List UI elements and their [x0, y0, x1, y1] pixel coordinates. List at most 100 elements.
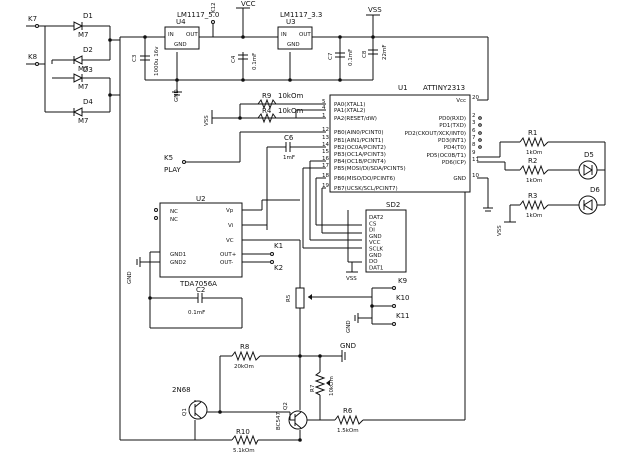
transistor-q2: BC547 Q2 — [276, 402, 308, 430]
u2-outp: OUT+ — [220, 252, 237, 258]
amp-u2: U2 TDA7056A NC NC GND1 GND2 Vp Vi VC OUT… — [154, 195, 243, 288]
vcc-label: VCC — [241, 0, 256, 8]
d2-type: M7 — [78, 65, 89, 73]
vss-led-label: VSS — [497, 225, 503, 236]
diode-d2: D2 M7 — [72, 46, 93, 73]
d1-type: M7 — [78, 31, 89, 39]
r7-ref: R7 — [310, 384, 316, 392]
mcu-pin-label: PD4(T0) — [444, 145, 466, 151]
sd-pin-label: DO — [369, 259, 378, 265]
resistor-r7: R7 10kOm — [310, 371, 335, 396]
u4-gnd: GND — [174, 42, 187, 48]
c8-value: 22mF — [382, 44, 388, 60]
c4-label: C4 — [231, 55, 237, 63]
u2-vc: VC — [226, 238, 234, 244]
vss-symbol: VSS — [366, 6, 382, 16]
d6-label: D6 — [590, 186, 600, 194]
r5-label: R5 — [286, 294, 292, 302]
u3-ref: U3 — [286, 18, 296, 26]
r9-value: 10kOm — [278, 92, 303, 100]
resistor-r8: R8 20kOm — [231, 343, 261, 370]
mcu-pin-label: PB1(AIN1/PCINT1) — [334, 138, 383, 144]
sd-pin-label: DAT1 — [369, 265, 383, 271]
wires — [38, 8, 606, 441]
vss-symbol-leds: VSS — [497, 221, 516, 236]
connector-k5: K5 PLAY — [164, 154, 186, 174]
r10-ref: R10 — [236, 428, 250, 436]
q2-type: BC547 — [276, 411, 282, 430]
mcu-unused-pin — [478, 116, 482, 120]
k10-label: K10 — [396, 294, 410, 302]
mcu-pin-number: 18 — [322, 173, 329, 179]
c8-label: C8 — [362, 50, 368, 58]
mcu-pin-number: 13 — [322, 135, 329, 141]
c7-label: C7 — [328, 52, 334, 60]
u2-gnd2: GND2 — [170, 260, 186, 266]
r4-value: 10kOm — [278, 107, 303, 115]
u1-ref: U1 — [398, 84, 408, 92]
resistor-r3: R3 1kOm — [519, 192, 549, 219]
mcu-pin-label: PD3(INT1) — [438, 138, 466, 144]
gnd-bottom-label: GND — [340, 342, 356, 350]
mcu-pin-number: 10 — [472, 173, 479, 179]
mcu-pin-number: 15 — [322, 149, 329, 155]
mcu-pin-label: PB7(UCSK/SCL/PCINT7) — [334, 186, 398, 192]
k11-label: K11 — [396, 312, 410, 320]
d5-label: D5 — [584, 151, 594, 159]
gnd-symbol-top: GND — [172, 89, 182, 102]
mcu-pin-number: 1 — [322, 113, 326, 119]
r3-value: 1kOm — [526, 213, 542, 219]
mcu-pin-number: 12 — [322, 127, 329, 133]
r2-ref: R2 — [528, 157, 537, 165]
mcu-pin-label: PB0(AIN0/PCINT0) — [334, 130, 383, 136]
transistor-q1: 2N68 Q1 — [172, 386, 208, 420]
r3-ref: R3 — [528, 192, 537, 200]
gnd-amp-label: GND — [127, 271, 133, 284]
mcu-pin-number: 9 — [472, 150, 476, 156]
gnd-symbol-mcu — [483, 207, 493, 212]
capacitor-c6: C6 1mF — [280, 134, 296, 161]
sd-pin-label: GND — [369, 234, 382, 240]
r1-value: 1kOm — [526, 150, 542, 156]
u2-nc1: NC — [170, 209, 178, 215]
mcu-pin-label: PB3(OC1A/PCINT3) — [334, 152, 386, 158]
u3-in: IN — [281, 32, 287, 38]
mcu-pin-number: 11 — [472, 157, 479, 163]
k9-label: K9 — [398, 277, 407, 285]
c6-ref: C6 — [284, 134, 294, 142]
connector-k7: K7 — [26, 15, 39, 28]
u2-gnd1: GND1 — [170, 252, 186, 258]
gnd-symbol-bottom: GND — [340, 342, 356, 362]
u2-nc2: NC — [170, 217, 178, 223]
capacitor-c3: C3 1000u 16v — [132, 46, 160, 76]
mcu-pin-number: 3 — [472, 120, 476, 126]
gnd-label-top: GND — [174, 89, 180, 102]
connector-k12: K12 — [211, 2, 217, 24]
mcu-pin-label: PD2(CKOUT/XCK/INT0) — [405, 131, 466, 137]
u4-ref: U4 — [176, 18, 186, 26]
r1-ref: R1 — [528, 129, 537, 137]
r8-value: 20kOm — [234, 364, 254, 370]
connector-k8: K8 — [26, 53, 39, 66]
capacitor-c4: C4 0.1mF — [231, 53, 258, 70]
c3-value: 1000u 16v — [154, 46, 160, 76]
mcu-unused-pin — [478, 145, 482, 149]
u2-name: TDA7056A — [179, 280, 217, 288]
led-d5: D5 — [575, 151, 605, 180]
mcu-pin-label: PD6(ICP) — [442, 160, 466, 166]
capacitor-c8: C8 22mF — [362, 44, 388, 60]
vss-symbol-sd: VSS — [346, 262, 358, 282]
k1-label: K1 — [274, 242, 283, 250]
mcu-pin-number: 17 — [322, 163, 329, 169]
gnd-pot-label: GND — [346, 320, 352, 333]
c2-ref: C2 — [196, 286, 205, 294]
mcu-pin-label: PD5(OC0B/T1) — [427, 153, 467, 159]
mcu-pin-label: PB2(OC0A/PCINT2) — [334, 145, 386, 151]
mcu-pin-number: 19 — [322, 183, 329, 189]
k8-label: K8 — [28, 53, 37, 61]
r6-ref: R6 — [343, 407, 353, 415]
vss-symbol-reset: VSS — [204, 110, 220, 126]
mcu-pin-label: GND — [453, 176, 466, 182]
